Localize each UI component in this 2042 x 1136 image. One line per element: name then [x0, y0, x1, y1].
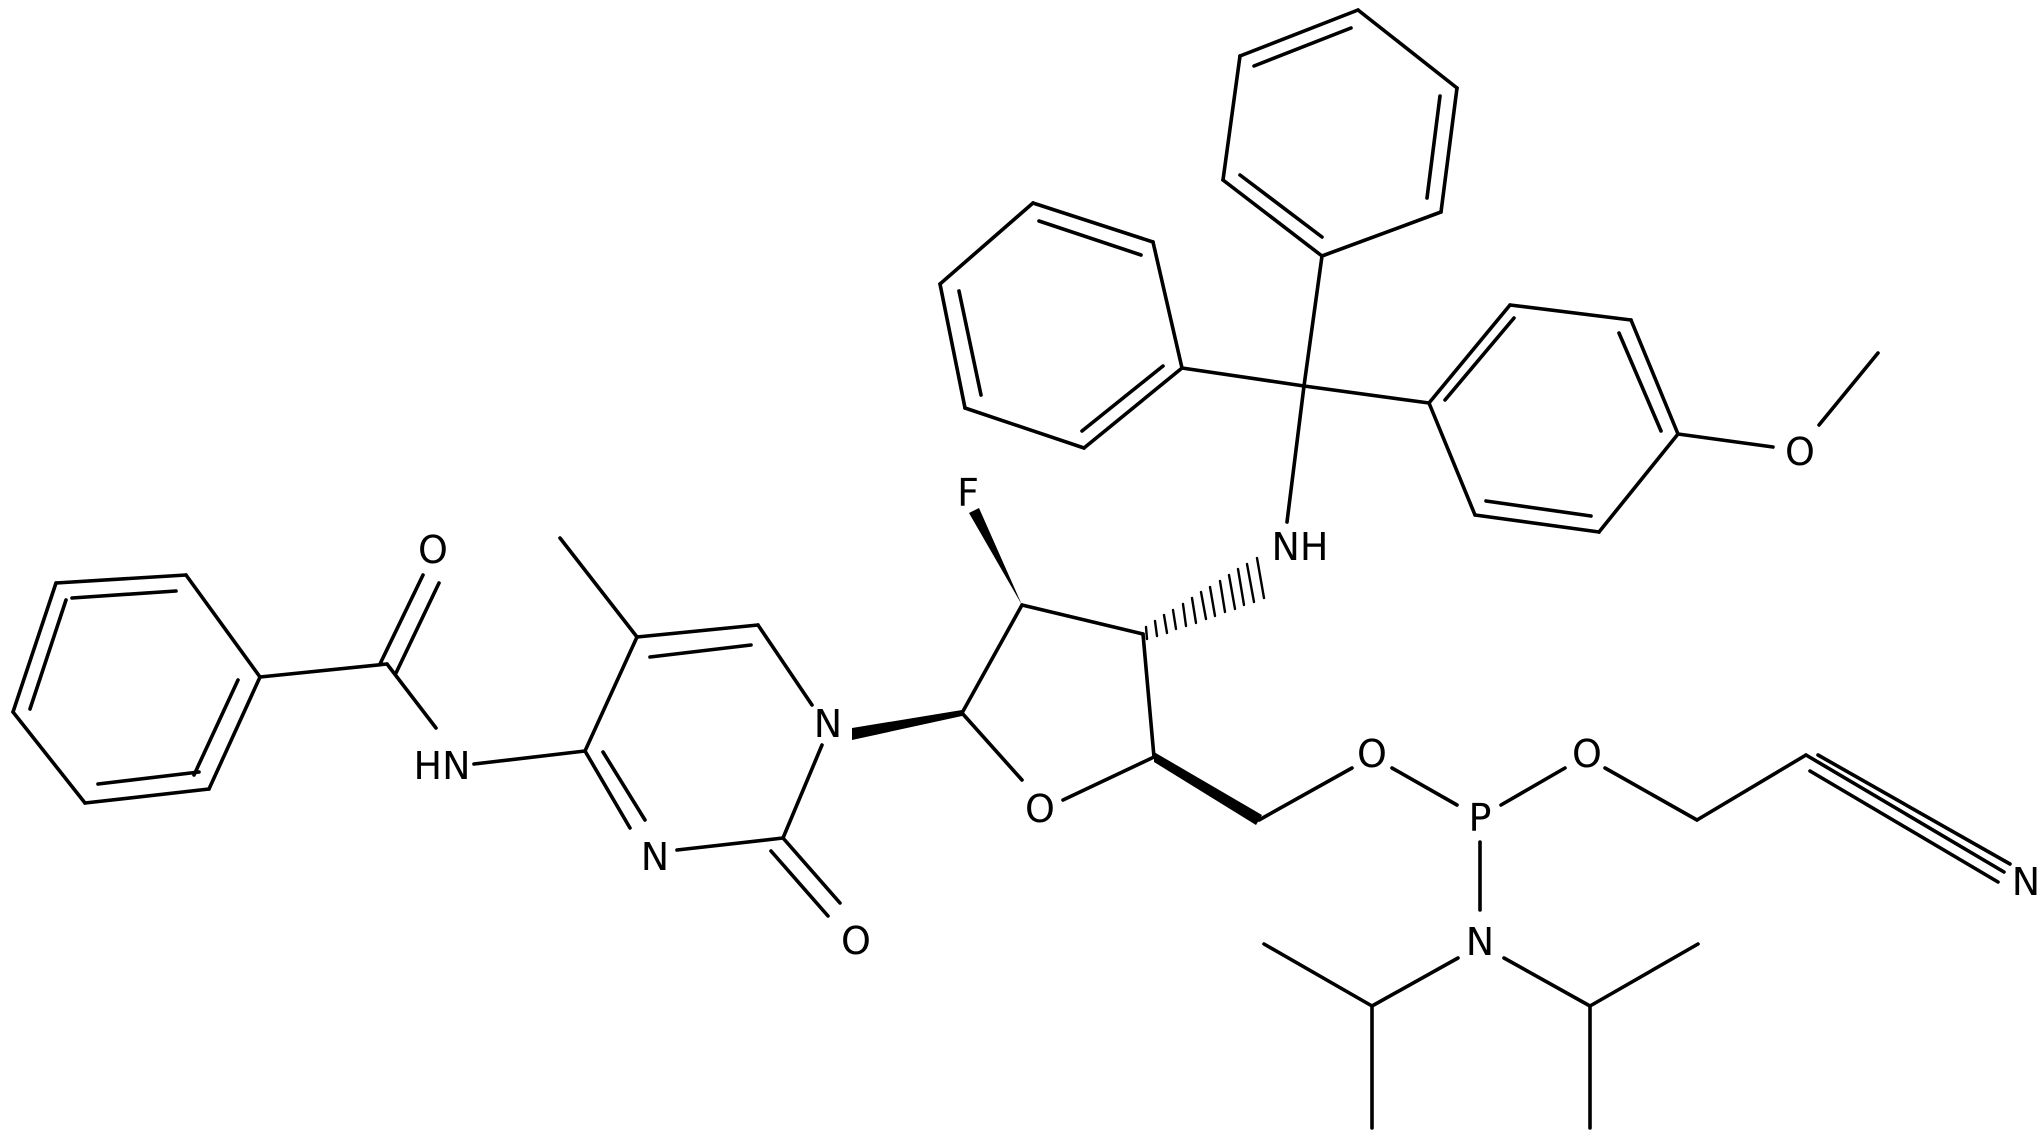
trityl-group	[1180, 254, 1431, 524]
diisopropylamino-nitrogen: N	[1466, 920, 1494, 964]
carbonyl-oxygen: O	[841, 919, 871, 963]
benzoyl-phenyl-ring	[11, 573, 262, 805]
fluorine: F	[957, 471, 979, 515]
pyrimidine-n3: N	[641, 835, 669, 879]
amine-nh: NH	[1272, 525, 1329, 569]
methoxy-oxygen: O	[1785, 430, 1815, 474]
benzoyl-carbonyl	[258, 573, 441, 730]
phosphoramidite-chain	[1262, 753, 2012, 1130]
phosphite-oxygen-1: O	[1357, 732, 1387, 776]
sugar-ring	[852, 508, 1354, 825]
methoxyphenyl-ring	[1427, 303, 1880, 534]
top-phenyl-ring	[1221, 8, 1459, 258]
ring-oxygen: O	[1025, 787, 1055, 831]
phosphite-oxygen-2: O	[1572, 732, 1602, 776]
amine-hashed-bond	[1144, 556, 1266, 641]
benzoyl-oxygen: O	[418, 528, 448, 572]
cytosine-ring	[472, 536, 842, 918]
pyrimidine-n1: N	[814, 702, 842, 746]
phosphorus: P	[1469, 796, 1492, 840]
left-phenyl-ring	[938, 201, 1184, 450]
nitrile-nitrogen: N	[2012, 860, 2040, 904]
amide-nh: HN	[414, 744, 471, 788]
